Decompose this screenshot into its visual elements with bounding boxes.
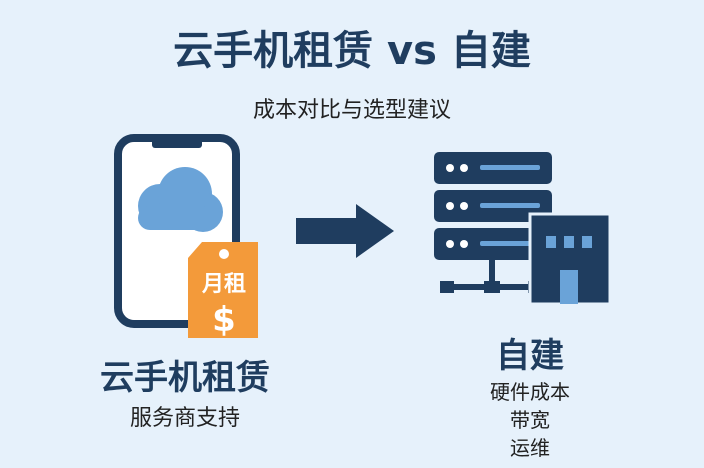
page-subtitle: 成本对比与选型建议 bbox=[252, 98, 451, 123]
arrow-right-icon bbox=[296, 204, 394, 258]
cost-item-hardware: 硬件成本 bbox=[490, 380, 570, 404]
cloud-rental-label: 云手机租赁 bbox=[100, 358, 270, 398]
building-icon bbox=[528, 212, 612, 306]
cost-item-operations: 运维 bbox=[510, 436, 550, 460]
page-title: 云手机租赁 vs 自建 bbox=[173, 28, 531, 74]
self-build-label: 自建 bbox=[496, 336, 564, 376]
tag-currency: $ bbox=[212, 300, 236, 340]
cloud-icon bbox=[138, 167, 223, 232]
price-tag-icon: 月租 $ bbox=[188, 242, 258, 340]
cost-item-bandwidth: 带宽 bbox=[510, 408, 550, 432]
self-build-cost-list: 硬件成本 带宽 运维 bbox=[410, 378, 650, 462]
tag-text: 月租 bbox=[201, 272, 246, 297]
server-icon bbox=[434, 152, 552, 293]
cloud-rental-sublabel: 服务商支持 bbox=[129, 406, 240, 431]
